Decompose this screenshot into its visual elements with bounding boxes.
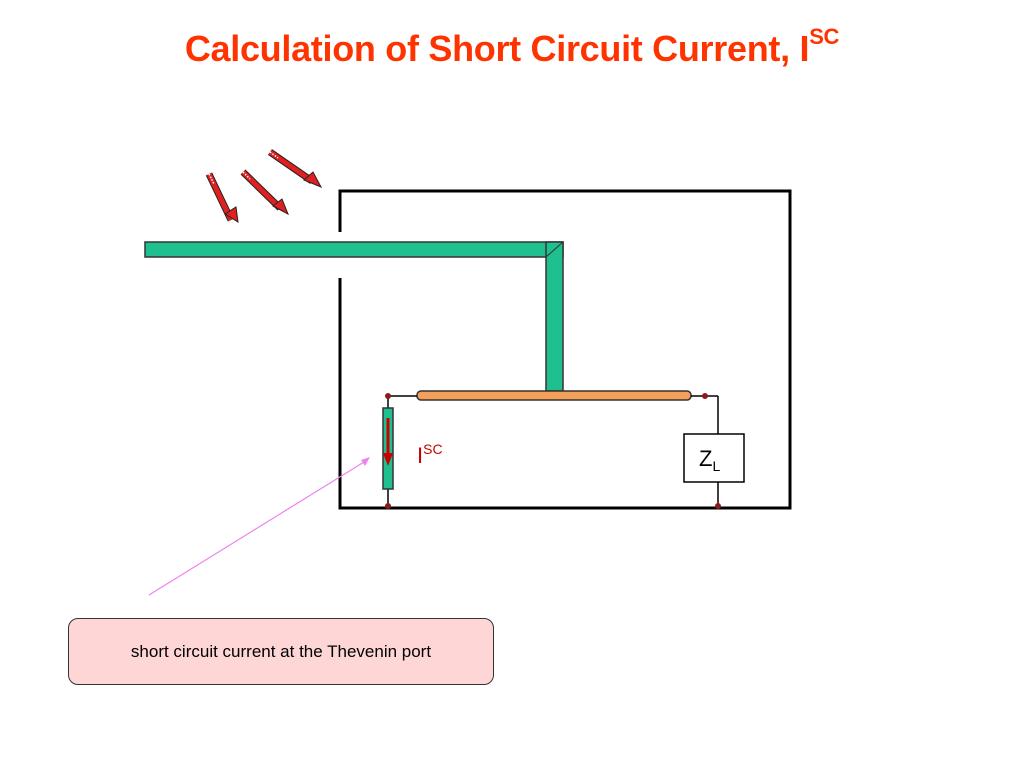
title-text: Calculation of Short Circuit Current, I	[184, 28, 810, 69]
title-superscript: SC	[809, 24, 840, 49]
callout-pointer	[148, 457, 370, 596]
incident-arrow-2	[240, 169, 289, 216]
terminal-dot	[715, 503, 721, 509]
incident-wave-arrows	[205, 149, 323, 223]
terminal-dot	[702, 393, 708, 399]
slide-title: Calculation of Short Circuit Current, IS…	[0, 24, 1024, 70]
short-circuit-element	[382, 407, 394, 490]
antenna-wire	[144, 241, 564, 392]
transmission-line	[416, 390, 692, 401]
callout-box: short circuit current at the Thevenin po…	[68, 618, 494, 685]
terminal-dot	[385, 503, 391, 509]
incident-arrow-3	[268, 149, 323, 188]
current-label: ISC	[417, 441, 443, 468]
incident-arrow-1	[205, 172, 239, 223]
callout-text: short circuit current at the Thevenin po…	[130, 641, 432, 661]
terminal-dots	[385, 393, 721, 509]
enclosure-box	[338, 189, 792, 510]
load-impedance: ZL	[683, 433, 745, 483]
load-label: ZL	[699, 446, 720, 474]
terminal-dot	[385, 393, 391, 399]
